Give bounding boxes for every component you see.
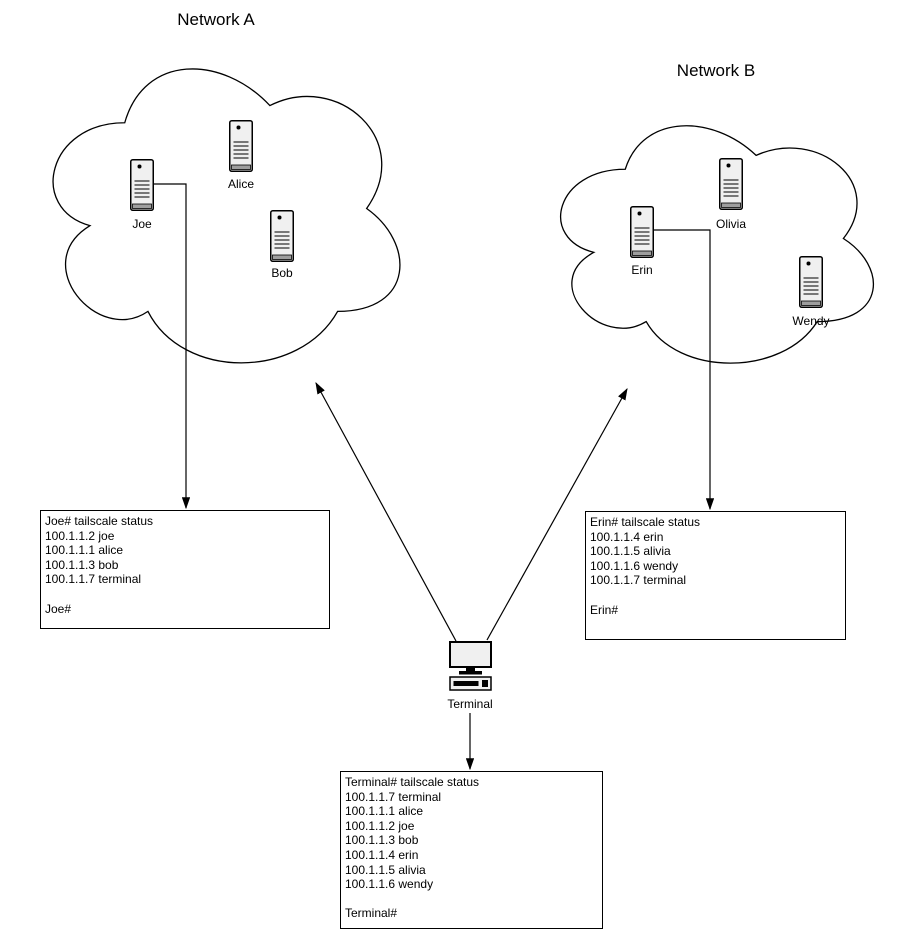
- server-label-olivia: Olivia: [715, 217, 747, 231]
- console-joe-status: Joe# tailscale status 100.1.1.2 joe 100.…: [40, 510, 330, 629]
- network-b-title: Network B: [676, 61, 756, 80]
- server-label-erin: Erin: [631, 263, 653, 277]
- network-a-title: Network A: [177, 10, 255, 29]
- connector-terminal-to-network-a: [315, 381, 457, 642]
- server-icon-erin: [630, 206, 654, 258]
- console-terminal-status: Terminal# tailscale status 100.1.1.7 ter…: [340, 771, 603, 929]
- network-a-cloud: [52, 68, 401, 364]
- terminal-label: Terminal: [447, 697, 493, 711]
- connector-joe-to-joe-console: [154, 183, 191, 510]
- connector-terminal-to-network-b: [486, 387, 628, 641]
- server-icon-wendy: [799, 256, 823, 308]
- server-icon-olivia: [719, 158, 743, 210]
- server-label-joe: Joe: [132, 217, 152, 231]
- server-icon-alice: [229, 120, 253, 172]
- server-label-alice: Alice: [227, 177, 255, 191]
- network-b-cloud: [560, 125, 875, 364]
- desktop-computer-icon: [449, 641, 492, 691]
- server-icon-joe: [130, 159, 154, 211]
- connector-erin-to-erin-console: [654, 229, 715, 511]
- console-erin-status: Erin# tailscale status 100.1.1.4 erin 10…: [585, 511, 846, 640]
- server-icon-bob: [270, 210, 294, 262]
- server-label-wendy: Wendy: [792, 314, 830, 328]
- server-label-bob: Bob: [271, 266, 293, 280]
